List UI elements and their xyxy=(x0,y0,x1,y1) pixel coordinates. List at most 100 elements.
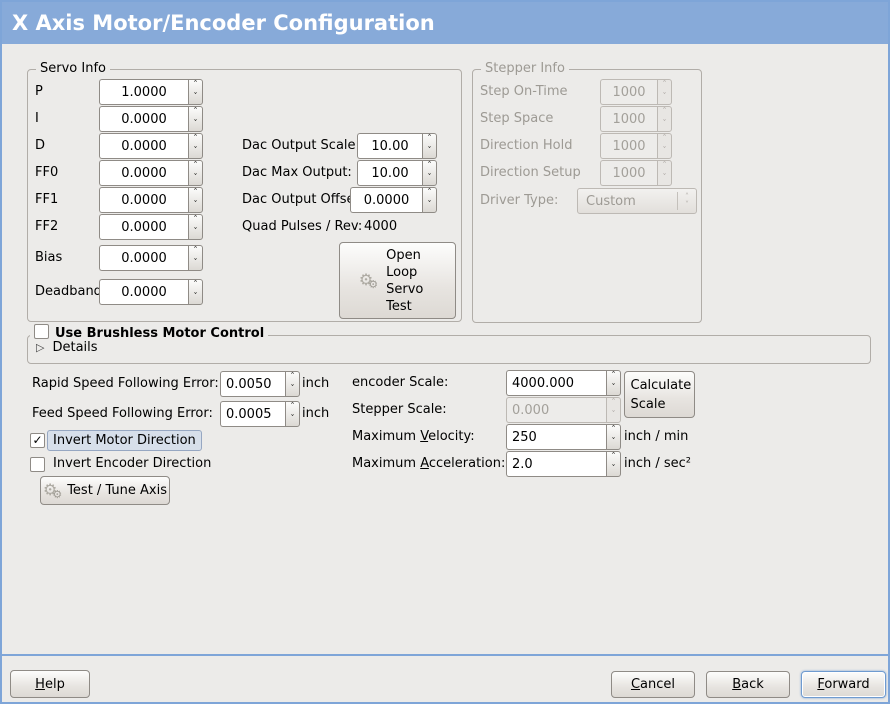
bias-input[interactable] xyxy=(99,245,188,271)
spin-up-icon[interactable]: ˄ xyxy=(193,246,198,256)
spin-down-icon[interactable]: ˅ xyxy=(193,258,198,268)
i-label: I xyxy=(35,111,39,126)
spin-up-icon[interactable]: ˄ xyxy=(611,371,616,381)
direction-setup-input xyxy=(600,160,657,186)
dac-output-scale-input[interactable] xyxy=(357,133,422,159)
spin-up-icon[interactable]: ˄ xyxy=(290,372,295,382)
test-tune-axis-button[interactable]: ⚙⚙ Test / Tune Axis xyxy=(40,476,170,505)
calculate-scale-button[interactable]: Calculate Scale xyxy=(624,371,695,418)
spin-up-icon[interactable]: ˄ xyxy=(193,215,198,225)
ff2-input[interactable] xyxy=(99,214,188,240)
spin-up-icon[interactable]: ˄ xyxy=(193,107,198,117)
spin-down-icon[interactable]: ˅ xyxy=(611,464,616,474)
spin-down-icon[interactable]: ˅ xyxy=(290,384,295,394)
p-input[interactable] xyxy=(99,79,188,105)
rapid-following-error-label: Rapid Speed Following Error: xyxy=(32,376,219,391)
step-on-time-spinner: ˄˅ xyxy=(657,79,672,105)
details-expander[interactable]: ▷Details xyxy=(36,340,98,355)
dac-output-scale-spinner[interactable]: ˄˅ xyxy=(422,133,437,159)
d-input[interactable] xyxy=(99,133,188,159)
p-spinner[interactable]: ˄˅ xyxy=(188,79,203,105)
d-spinner[interactable]: ˄˅ xyxy=(188,133,203,159)
deadband-input[interactable] xyxy=(99,279,188,305)
max-velocity-spinner[interactable]: ˄˅ xyxy=(606,424,621,450)
feed-following-error-unit: inch xyxy=(302,406,330,421)
spin-down-icon[interactable]: ˅ xyxy=(193,146,198,156)
spin-up-icon[interactable]: ˄ xyxy=(611,425,616,435)
dac-output-offset-input[interactable] xyxy=(350,187,422,213)
back-button[interactable]: Back xyxy=(706,671,790,698)
spin-down-icon[interactable]: ˅ xyxy=(427,173,432,183)
spin-up-icon: ˄ xyxy=(662,134,667,144)
dac-max-output-spinner[interactable]: ˄˅ xyxy=(422,160,437,186)
dac-output-offset-spinner[interactable]: ˄˅ xyxy=(422,187,437,213)
spin-down-icon[interactable]: ˅ xyxy=(290,414,295,424)
ff0-spinner[interactable]: ˄˅ xyxy=(188,160,203,186)
feed-following-error-input[interactable] xyxy=(220,401,285,427)
spin-down-icon: ˅ xyxy=(662,119,667,129)
rapid-following-error-unit: inch xyxy=(302,376,330,391)
spin-down-icon[interactable]: ˅ xyxy=(193,119,198,129)
spin-down-icon[interactable]: ˅ xyxy=(427,200,432,210)
spin-up-icon[interactable]: ˄ xyxy=(427,134,432,144)
forward-button[interactable]: Forward xyxy=(801,671,886,698)
ff2-spinbox: ˄˅ xyxy=(99,214,203,240)
spin-down-icon[interactable]: ˅ xyxy=(193,92,198,102)
deadband-spinner[interactable]: ˄˅ xyxy=(188,279,203,305)
help-button[interactable]: Help xyxy=(10,670,90,698)
spin-up-icon[interactable]: ˄ xyxy=(193,280,198,290)
step-on-time-spinbox: ˄˅ xyxy=(600,79,672,105)
max-acceleration-spinner[interactable]: ˄˅ xyxy=(606,451,621,477)
max-acceleration-input[interactable] xyxy=(506,451,606,477)
ff0-input[interactable] xyxy=(99,160,188,186)
open-loop-servo-test-button[interactable]: ⚙⚙ Open Loop Servo Test xyxy=(339,242,456,319)
brushless-checkbox[interactable] xyxy=(34,324,49,339)
spin-up-icon[interactable]: ˄ xyxy=(611,452,616,462)
bias-label: Bias xyxy=(35,250,63,265)
quad-pulses-label: Quad Pulses / Rev: xyxy=(242,219,363,234)
brushless-frame: Use Brushless Motor Control ▷Details xyxy=(27,324,871,364)
encoder-scale-input[interactable] xyxy=(506,370,606,396)
feed-following-error-spinner[interactable]: ˄˅ xyxy=(285,401,300,427)
spin-down-icon[interactable]: ˅ xyxy=(427,146,432,156)
direction-hold-spinner: ˄˅ xyxy=(657,133,672,159)
rapid-following-error-spinner[interactable]: ˄˅ xyxy=(285,371,300,397)
spin-down-icon[interactable]: ˅ xyxy=(193,227,198,237)
i-spinner[interactable]: ˄˅ xyxy=(188,106,203,132)
spin-up-icon[interactable]: ˄ xyxy=(193,80,198,90)
stepper-scale-spinbox: ˄˅ xyxy=(506,397,621,423)
bias-spinner[interactable]: ˄˅ xyxy=(188,245,203,271)
spin-down-icon[interactable]: ˅ xyxy=(193,173,198,183)
feed-following-error-label: Feed Speed Following Error: xyxy=(32,406,213,421)
dac-max-output-input[interactable] xyxy=(357,160,422,186)
cancel-button[interactable]: Cancel xyxy=(611,671,695,698)
step-space-label: Step Space xyxy=(480,111,554,126)
spin-up-icon[interactable]: ˄ xyxy=(427,161,432,171)
encoder-scale-spinbox: ˄˅ xyxy=(506,370,621,396)
spin-up-icon[interactable]: ˄ xyxy=(193,161,198,171)
spin-down-icon[interactable]: ˅ xyxy=(611,383,616,393)
i-input[interactable] xyxy=(99,106,188,132)
spin-down-icon[interactable]: ˅ xyxy=(193,292,198,302)
encoder-scale-spinner[interactable]: ˄˅ xyxy=(606,370,621,396)
direction-setup-spinbox: ˄˅ xyxy=(600,160,672,186)
spin-down-icon[interactable]: ˅ xyxy=(193,200,198,210)
ff1-input[interactable] xyxy=(99,187,188,213)
invert-motor-checkbox[interactable]: ✓ xyxy=(30,433,45,448)
ff2-spinner[interactable]: ˄˅ xyxy=(188,214,203,240)
invert-encoder-checkbox[interactable] xyxy=(30,457,45,472)
max-velocity-input[interactable] xyxy=(506,424,606,450)
spin-up-icon[interactable]: ˄ xyxy=(193,134,198,144)
dac-output-scale-spinbox: ˄˅ xyxy=(357,133,437,159)
spin-up-icon[interactable]: ˄ xyxy=(290,402,295,412)
spin-down-icon[interactable]: ˅ xyxy=(611,437,616,447)
invert-encoder-label[interactable]: Invert Encoder Direction xyxy=(53,456,212,471)
max-acceleration-label: Maximum Acceleration: xyxy=(352,456,506,471)
spin-up-icon[interactable]: ˄ xyxy=(427,188,432,198)
expander-arrow-icon[interactable]: ▷ xyxy=(36,341,45,354)
i-spinbox: ˄˅ xyxy=(99,106,203,132)
ff1-spinner[interactable]: ˄˅ xyxy=(188,187,203,213)
spin-up-icon[interactable]: ˄ xyxy=(193,188,198,198)
rapid-following-error-input[interactable] xyxy=(220,371,285,397)
invert-motor-label[interactable]: Invert Motor Direction xyxy=(47,430,202,451)
